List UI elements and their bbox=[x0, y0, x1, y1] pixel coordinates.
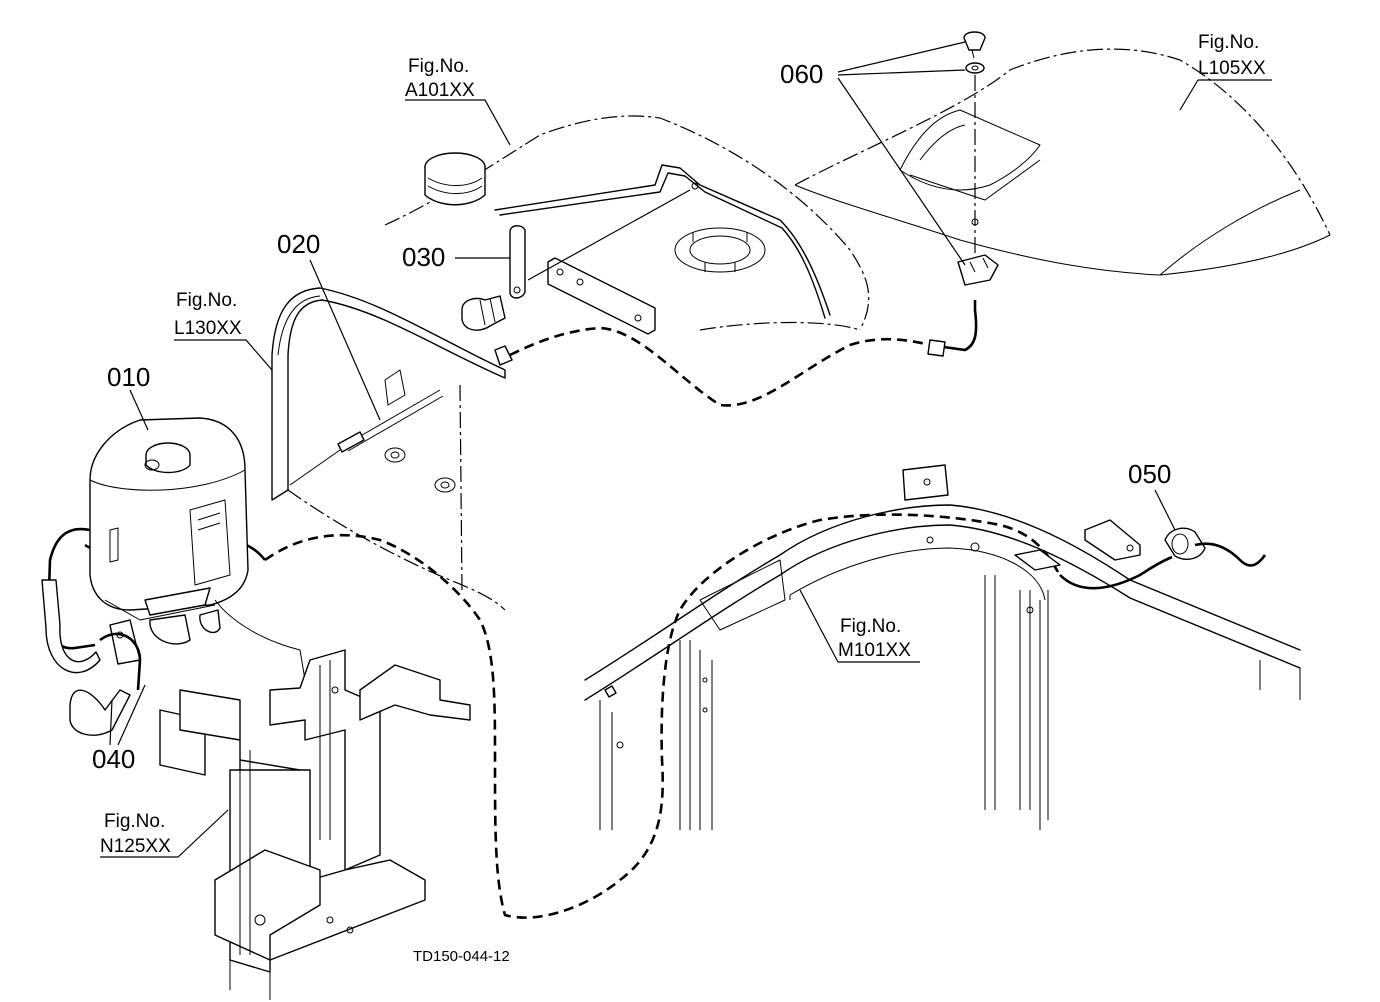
fig-ref-a101-line1: Fig.No. bbox=[408, 56, 469, 77]
part-030-assembly bbox=[461, 225, 656, 335]
fig-ref-a101-line2: A101XX bbox=[405, 80, 475, 101]
fig-ref-l130-line1: Fig.No. bbox=[176, 290, 237, 311]
fig-ref-l105-line2: L105XX bbox=[1198, 58, 1266, 79]
fig-ref-l105-line1: Fig.No. bbox=[1198, 32, 1259, 53]
drawing-code: TD150-044-12 bbox=[413, 948, 510, 965]
part-label-020: 020 bbox=[277, 229, 320, 259]
part-020-rod bbox=[289, 389, 444, 486]
part-label-050: 050 bbox=[1128, 459, 1171, 489]
fig-ref-n125-line1: Fig.No. bbox=[104, 811, 165, 832]
part-label-060: 060 bbox=[780, 59, 823, 89]
leader-lines bbox=[100, 41, 1272, 858]
fender-cover bbox=[794, 48, 1331, 276]
fig-ref-m101-line2: M101XX bbox=[838, 640, 911, 661]
part-label-040: 040 bbox=[92, 744, 135, 774]
part-label-030: 030 bbox=[402, 242, 445, 272]
top-panel bbox=[384, 115, 870, 331]
fig-ref-n125-line2: N125XX bbox=[100, 836, 171, 857]
part-010-washer-tank bbox=[41, 417, 249, 736]
bracket-stand bbox=[159, 599, 471, 1000]
frame-m101 bbox=[584, 464, 1301, 830]
part-060-nozzle bbox=[957, 31, 999, 286]
part-label-010: 010 bbox=[107, 362, 150, 392]
fig-ref-l130-line2: L130XX bbox=[174, 318, 242, 339]
cowl-panel bbox=[271, 287, 513, 611]
fig-ref-m101-line1: Fig.No. bbox=[840, 616, 901, 637]
part-050-clamp bbox=[1164, 527, 1267, 567]
